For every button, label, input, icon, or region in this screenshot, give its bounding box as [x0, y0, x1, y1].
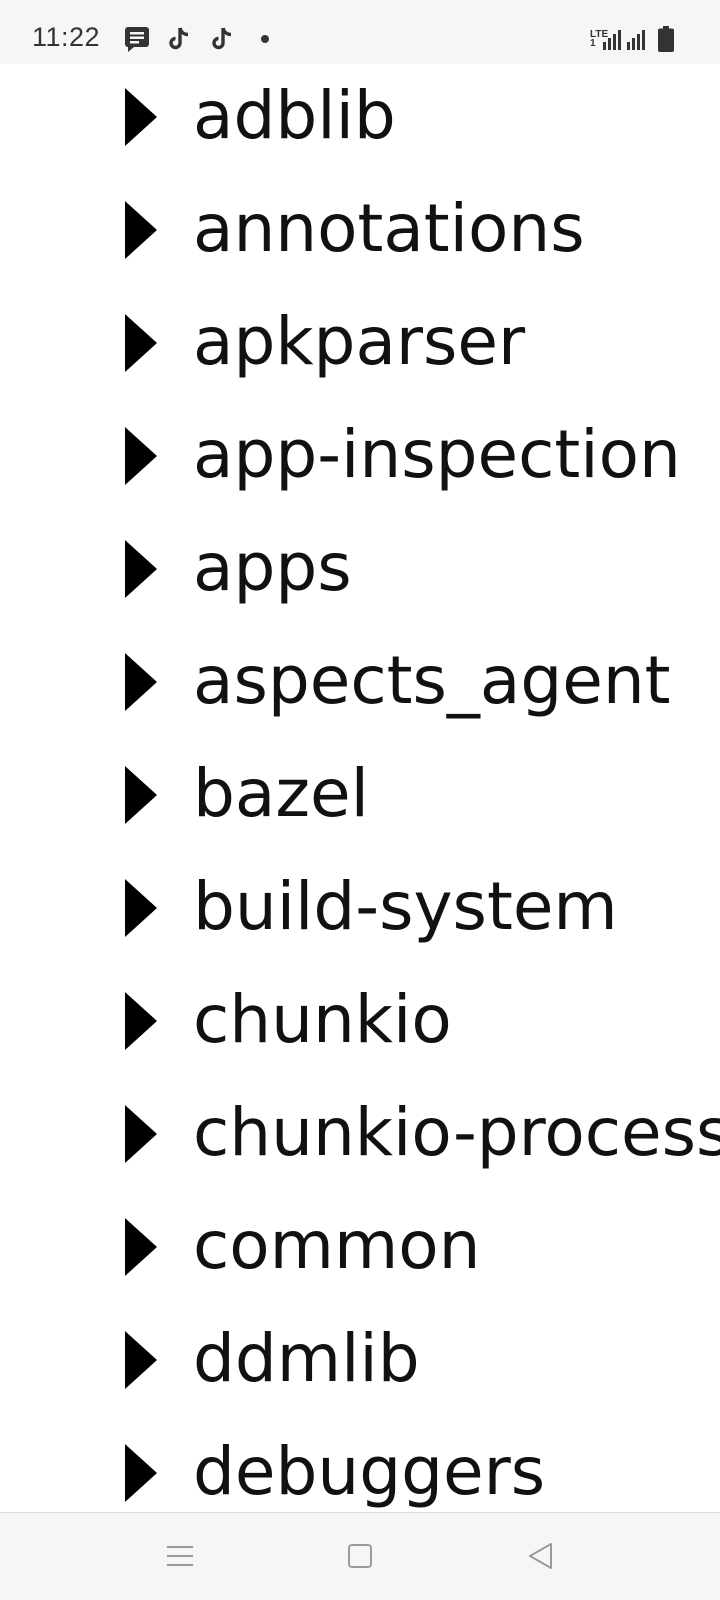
tiktok-icon	[167, 26, 193, 52]
message-icon	[124, 26, 150, 52]
tree-item-aspects-agent[interactable]: aspects_agent	[0, 625, 720, 738]
tree-item-label[interactable]: build-system	[193, 868, 618, 945]
tree-item-label[interactable]: apkparser	[193, 303, 526, 380]
status-time: 11:22	[32, 22, 101, 52]
signal-icon	[603, 30, 623, 56]
tree-item-label[interactable]: debuggers	[193, 1433, 546, 1510]
home-button[interactable]	[335, 1533, 385, 1583]
tree-list: ndea adblib annotations apkparser app-in…	[0, 0, 720, 1512]
expand-arrow-icon[interactable]	[125, 653, 157, 711]
expand-arrow-icon[interactable]	[125, 314, 157, 372]
tree-item-chunkio-process[interactable]: chunkio-process	[0, 1077, 720, 1190]
expand-arrow-icon[interactable]	[125, 201, 157, 259]
tree-item-label[interactable]: chunkio-process	[193, 1094, 720, 1171]
tree-item-debuggers[interactable]: debuggers	[0, 1416, 720, 1512]
tree-item-bazel[interactable]: bazel	[0, 738, 720, 851]
tree-item-label[interactable]: aspects_agent	[193, 642, 671, 719]
navigation-bar	[0, 1512, 720, 1600]
tiktok-icon	[210, 26, 236, 52]
back-icon	[527, 1542, 553, 1574]
tree-item-label[interactable]: annotations	[193, 190, 585, 267]
tree-item-apps[interactable]: apps	[0, 512, 720, 625]
expand-arrow-icon[interactable]	[125, 427, 157, 485]
tree-item-adblib[interactable]: adblib	[0, 60, 720, 173]
tree-item-label[interactable]: bazel	[193, 755, 369, 832]
tree-item-chunkio[interactable]: chunkio	[0, 964, 720, 1077]
expand-arrow-icon[interactable]	[125, 879, 157, 937]
expand-arrow-icon[interactable]	[125, 540, 157, 598]
home-icon	[348, 1544, 372, 1572]
tree-view[interactable]: ndea adblib annotations apkparser app-in…	[0, 0, 720, 1512]
tree-item-ddmlib[interactable]: ddmlib	[0, 1303, 720, 1416]
lte-icon: LTE 1	[590, 29, 609, 49]
tree-item-label[interactable]: app-inspection	[193, 416, 681, 493]
expand-arrow-icon[interactable]	[125, 1105, 157, 1163]
tree-item-annotations[interactable]: annotations	[0, 173, 720, 286]
battery-icon	[658, 26, 674, 52]
tree-item-app-inspection[interactable]: app-inspection	[0, 399, 720, 512]
tree-item-label[interactable]: adblib	[193, 77, 396, 154]
menu-button[interactable]	[155, 1533, 205, 1583]
tree-item-build-system[interactable]: build-system	[0, 851, 720, 964]
notification-dot-icon	[260, 34, 270, 44]
back-button[interactable]	[515, 1533, 565, 1583]
expand-arrow-icon[interactable]	[125, 992, 157, 1050]
tree-item-common[interactable]: common	[0, 1190, 720, 1303]
expand-arrow-icon[interactable]	[125, 1331, 157, 1389]
tree-item-label[interactable]: common	[193, 1207, 481, 1284]
tree-item-label[interactable]: apps	[193, 529, 352, 606]
tree-item-label[interactable]: chunkio	[193, 981, 452, 1058]
tree-item-apkparser[interactable]: apkparser	[0, 286, 720, 399]
expand-arrow-icon[interactable]	[125, 1444, 157, 1502]
expand-arrow-icon[interactable]	[125, 766, 157, 824]
tree-item-label[interactable]: ddmlib	[193, 1320, 420, 1397]
expand-arrow-icon[interactable]	[125, 1218, 157, 1276]
menu-icon	[167, 1545, 193, 1571]
expand-arrow-icon[interactable]	[125, 88, 157, 146]
status-bar: 11:22 LTE 1	[0, 0, 720, 64]
signal-icon	[627, 30, 647, 56]
